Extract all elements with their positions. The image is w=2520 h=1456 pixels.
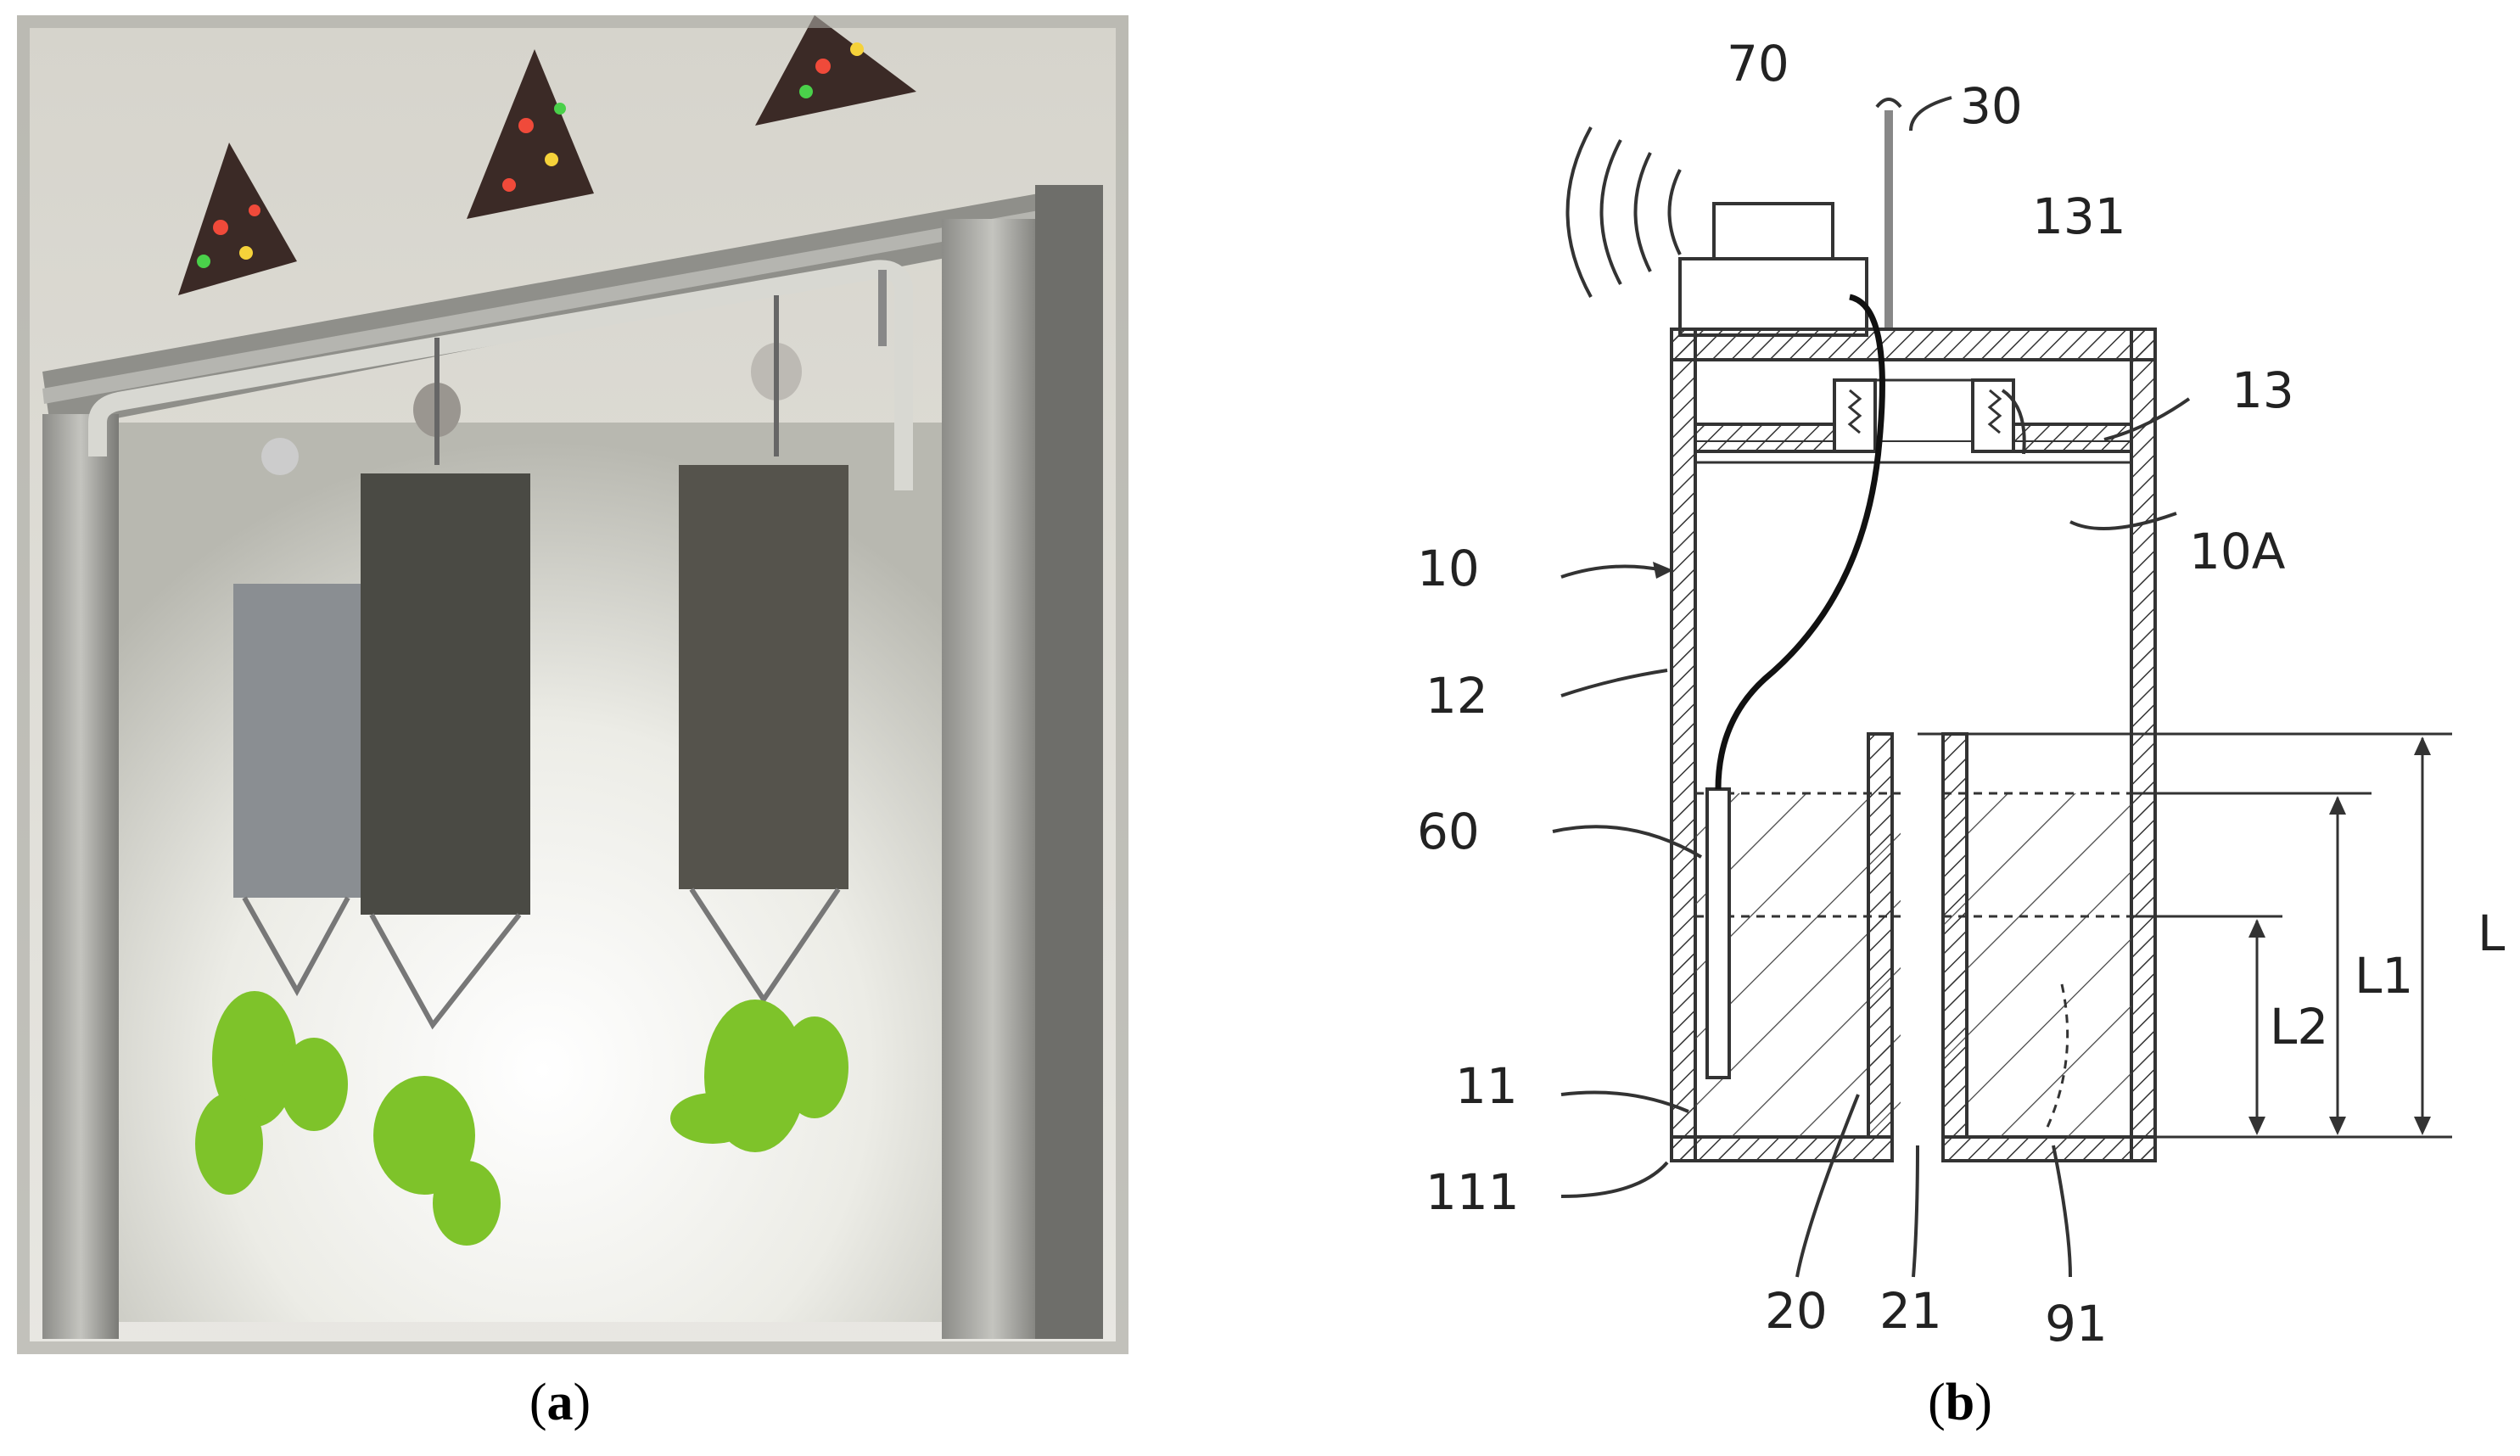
- label-10A: 10A: [2189, 523, 2286, 580]
- led-lamps: [178, 15, 916, 295]
- inner-bar: [88, 260, 913, 490]
- left-wall: [1670, 328, 1697, 1162]
- transmitter-cap: [1712, 202, 1834, 265]
- bottom-wall-right: [1941, 1135, 2157, 1162]
- label-13: 13: [2232, 361, 2294, 419]
- wave-4: [1565, 126, 1593, 298]
- label-111: 111: [1425, 1163, 1520, 1221]
- label-L1: L1: [2355, 947, 2413, 1005]
- growing-medium-right: [1943, 793, 2131, 1137]
- label-91: 91: [2045, 1295, 2108, 1352]
- caption-a-letter: a: [546, 1374, 574, 1431]
- caption-b-close: ): [1974, 1374, 1992, 1431]
- caption-a-open: (: [529, 1374, 547, 1431]
- caption-b-open: (: [1928, 1374, 1946, 1431]
- label-11: 11: [1455, 1057, 1518, 1115]
- tube-wall-left: [1867, 732, 1894, 1139]
- planter-boxes: [233, 465, 848, 1030]
- top-wall: [1670, 328, 2157, 361]
- photo-panel-a: [4, 3, 1141, 1367]
- transmitter-body: [1678, 257, 1868, 337]
- label-L2: L2: [2270, 998, 2328, 1056]
- wave-1: [1667, 169, 1682, 255]
- label-12: 12: [1425, 667, 1488, 725]
- bottom-wall-left: [1670, 1135, 1894, 1162]
- container-cross-section: 70 30 131 13 10 10A 12 60 11 111 20 21 9…: [1417, 35, 2505, 1352]
- label-131: 131: [2032, 188, 2126, 245]
- drawing-panel-b: 70 30 131 13 10 10A 12 60 11 111 20 21 9…: [1188, 0, 2520, 1358]
- wave-3: [1599, 139, 1622, 285]
- label-L: L: [2478, 904, 2505, 962]
- tube-wall-right: [1941, 732, 1968, 1139]
- load-cells: [261, 270, 887, 475]
- hanging-planters-photo: [4, 3, 1141, 1367]
- label-21: 21: [1879, 1282, 1942, 1340]
- caption-b: (b): [1790, 1373, 2130, 1433]
- right-wall: [2130, 328, 2157, 1162]
- left-post: [42, 414, 119, 1339]
- caption-b-letter: b: [1945, 1374, 1975, 1431]
- label-10: 10: [1417, 540, 1480, 597]
- label-20: 20: [1765, 1282, 1828, 1340]
- label-70: 70: [1727, 35, 1789, 92]
- plant-foliage: [195, 991, 848, 1246]
- label-30: 30: [1960, 77, 2023, 135]
- caption-a-close: ): [573, 1374, 591, 1431]
- sensor-cable: [1715, 294, 1885, 790]
- caption-a: (a): [390, 1373, 730, 1433]
- wave-2: [1633, 152, 1652, 272]
- soil-sensor: [1705, 787, 1731, 1079]
- label-60: 60: [1417, 803, 1480, 860]
- right-post: [942, 219, 1044, 1339]
